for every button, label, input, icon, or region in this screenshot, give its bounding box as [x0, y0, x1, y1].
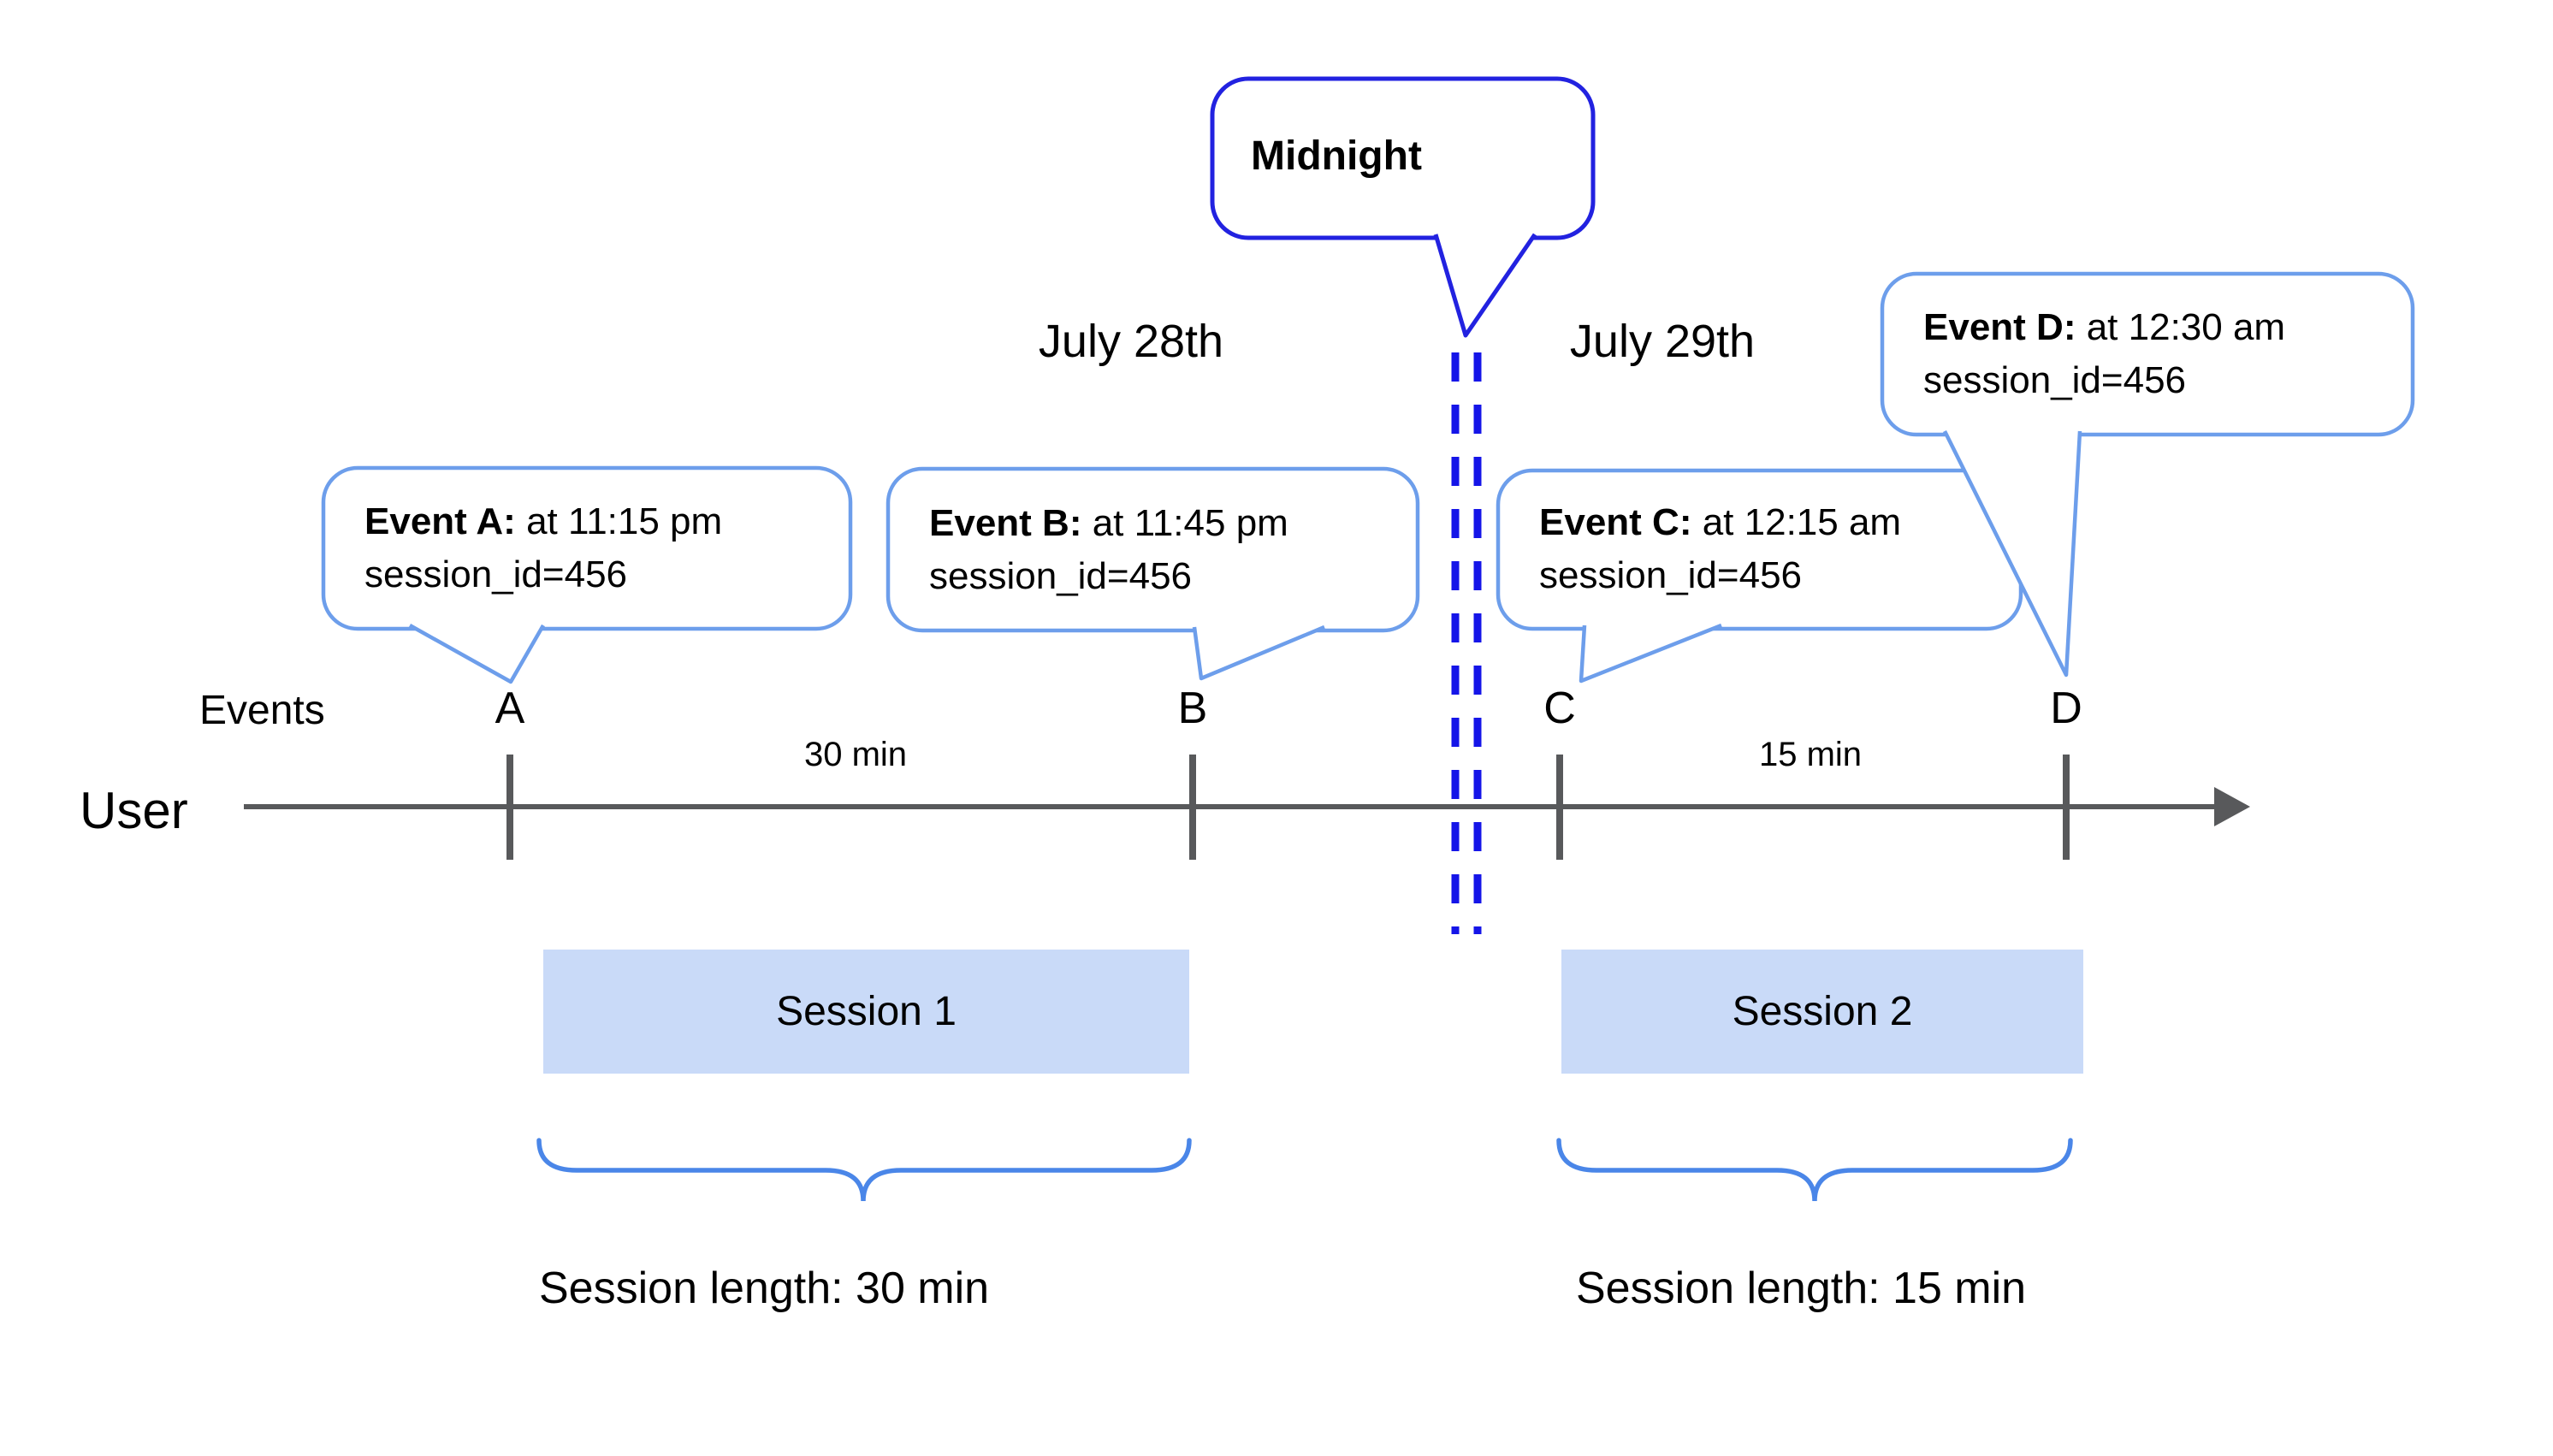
- date-label-july-28: July 28th: [1038, 316, 1224, 367]
- date-label-july-29: July 29th: [1569, 316, 1756, 367]
- session-1-label: Session 1: [776, 989, 957, 1034]
- event-c-bubble-text: Event C: at 12:15 am session_id=456: [1539, 496, 1901, 602]
- session-1-box: Session 1: [543, 950, 1189, 1074]
- event-a-time: at 11:15 pm: [515, 500, 723, 542]
- event-c-session-id: session_id=456: [1539, 554, 1803, 596]
- event-c-title: Event C:: [1539, 501, 1692, 543]
- event-letter-b: B: [1177, 684, 1208, 733]
- event-d-title: Event D:: [1923, 306, 2076, 348]
- event-letter-a: A: [495, 684, 525, 733]
- event-b-bubble: [886, 466, 1420, 633]
- event-b-title: Event B:: [929, 502, 1082, 544]
- duration-label-15min: 15 min: [1758, 736, 1863, 773]
- event-b-session-id: session_id=456: [929, 555, 1193, 597]
- event-c-bubble-tail: [1579, 623, 1722, 684]
- event-d-session-id: session_id=456: [1923, 359, 2187, 401]
- session-1-brace: [536, 1138, 1192, 1202]
- midnight-callout-tail: [1433, 233, 1537, 338]
- session-2-box: Session 2: [1561, 950, 2083, 1074]
- midnight-callout-bubble: [1210, 76, 1596, 240]
- event-a-bubble: [321, 465, 853, 631]
- duration-label-30min: 30 min: [803, 736, 908, 773]
- timeline-arrowhead-icon: [2214, 787, 2250, 826]
- user-row-label: User: [80, 782, 188, 839]
- event-d-bubble: [1880, 271, 2415, 437]
- midnight-label: Midnight: [1251, 133, 1422, 179]
- events-row-label: Events: [199, 688, 325, 733]
- event-d-bubble-tail: [1942, 429, 2082, 678]
- event-a-bubble-tail: [408, 624, 545, 684]
- event-d-bubble-text: Event D: at 12:30 am session_id=456: [1923, 301, 2285, 407]
- session-1-length-caption: Session length: 30 min: [539, 1264, 990, 1313]
- event-letter-d: D: [2050, 684, 2082, 733]
- event-b-bubble-text: Event B: at 11:45 pm session_id=456: [929, 497, 1288, 603]
- event-c-time: at 12:15 am: [1691, 501, 1902, 543]
- session-2-brace: [1556, 1138, 2073, 1202]
- event-a-bubble-text: Event A: at 11:15 pm session_id=456: [364, 495, 722, 601]
- session-2-length-caption: Session length: 15 min: [1576, 1264, 2027, 1313]
- event-b-bubble-tail: [1192, 624, 1325, 681]
- event-d-time: at 12:30 am: [2076, 306, 2286, 348]
- event-letter-c: C: [1543, 684, 1576, 733]
- event-a-title: Event A:: [364, 500, 516, 542]
- event-b-time: at 11:45 pm: [1081, 502, 1288, 544]
- event-a-session-id: session_id=456: [364, 553, 628, 595]
- session-2-label: Session 2: [1732, 989, 1913, 1034]
